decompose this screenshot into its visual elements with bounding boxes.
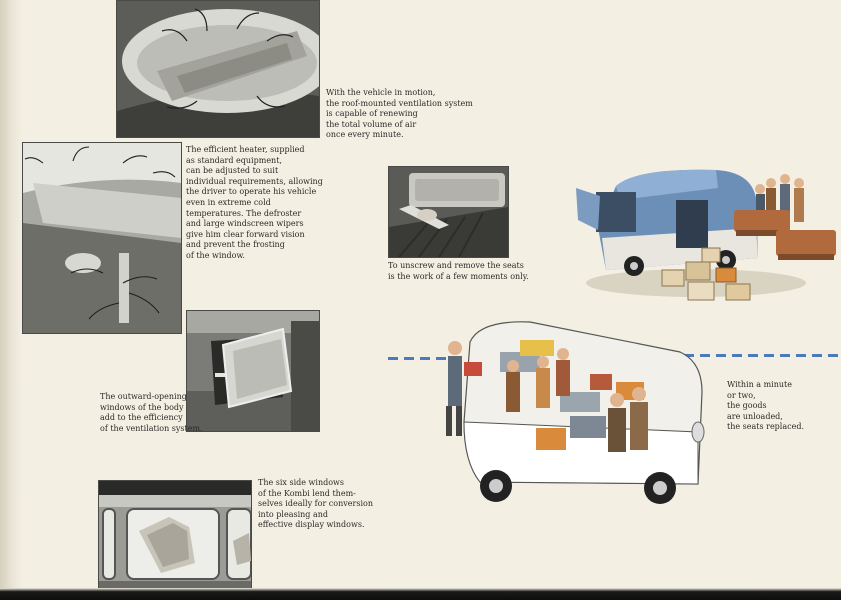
van-unloading-illustration — [576, 158, 838, 323]
caption-line: give him clear forward vision — [186, 229, 305, 239]
unloading-caption: Within a minute or two, the goods are un… — [727, 380, 804, 433]
caption-line: or two, — [727, 390, 756, 400]
caption-line: is the work of a few moments only. — [388, 271, 529, 281]
blue-dashed-line-right — [620, 354, 840, 357]
caption-line: individual requirements, allowing — [186, 176, 323, 186]
roof-ventilation-caption: With the vehicle in motion, the roof-mou… — [326, 88, 473, 141]
caption-line: effective display windows. — [258, 520, 365, 530]
caption-line: of the Kombi lend them- — [258, 488, 356, 498]
caption-line: and large windscreen wipers — [186, 219, 304, 229]
roof-ventilation-photo — [116, 0, 320, 138]
caption-line: selves ideally for conversion — [258, 499, 373, 509]
page-bottom-edge — [0, 588, 841, 600]
seat-removal-caption: To unscrew and remove the seats is the w… — [388, 261, 529, 282]
caption-line: windows of the body — [100, 402, 184, 412]
caption-line: the goods — [727, 401, 767, 411]
caption-line: To unscrew and remove the seats — [388, 261, 524, 270]
caption-line: are unloaded, — [727, 411, 783, 421]
caption-line: The efficient heater, supplied — [186, 145, 305, 154]
caption-line: the total volume of air — [326, 119, 417, 129]
blue-dashed-line-left — [388, 357, 448, 360]
caption-line: is capable of renewing — [326, 109, 418, 119]
outward-windows-caption: The outward-opening windows of the body … — [100, 392, 203, 434]
seat-removal-photo — [388, 166, 509, 258]
caption-line: can be adjusted to suit — [186, 166, 279, 176]
caption-line: The outward-opening — [100, 392, 187, 401]
side-windows-caption: The six side windows of the Kombi lend t… — [258, 478, 373, 531]
caption-line: of the window. — [186, 250, 245, 260]
heater-caption: The efficient heater, supplied as standa… — [186, 145, 323, 262]
outward-windows-photo — [186, 310, 320, 432]
caption-line: the driver to operate his vehicle — [186, 187, 317, 197]
caption-line: as standard equipment, — [186, 155, 282, 165]
caption-line: of the ventilation system. — [100, 423, 203, 433]
caption-line: and prevent the frosting — [186, 240, 285, 250]
page-spine-shadow — [0, 0, 22, 600]
caption-line: the seats replaced. — [727, 422, 805, 432]
caption-line: With the vehicle in motion, — [326, 88, 436, 97]
side-windows-photo — [98, 480, 252, 596]
caption-line: once every minute. — [326, 130, 404, 140]
caption-line: temperatures. The defroster — [186, 208, 302, 218]
caption-line: add to the efficiency — [100, 413, 183, 423]
caption-line: even in extreme cold — [186, 197, 271, 207]
caption-line: The six side windows — [258, 478, 344, 487]
cutaway-van-illustration — [440, 312, 708, 520]
caption-line: Within a minute — [727, 380, 792, 389]
caption-line: into pleasing and — [258, 509, 328, 519]
caption-line: the roof-mounted ventilation system — [326, 98, 473, 108]
heater-dashboard-photo — [22, 142, 182, 334]
